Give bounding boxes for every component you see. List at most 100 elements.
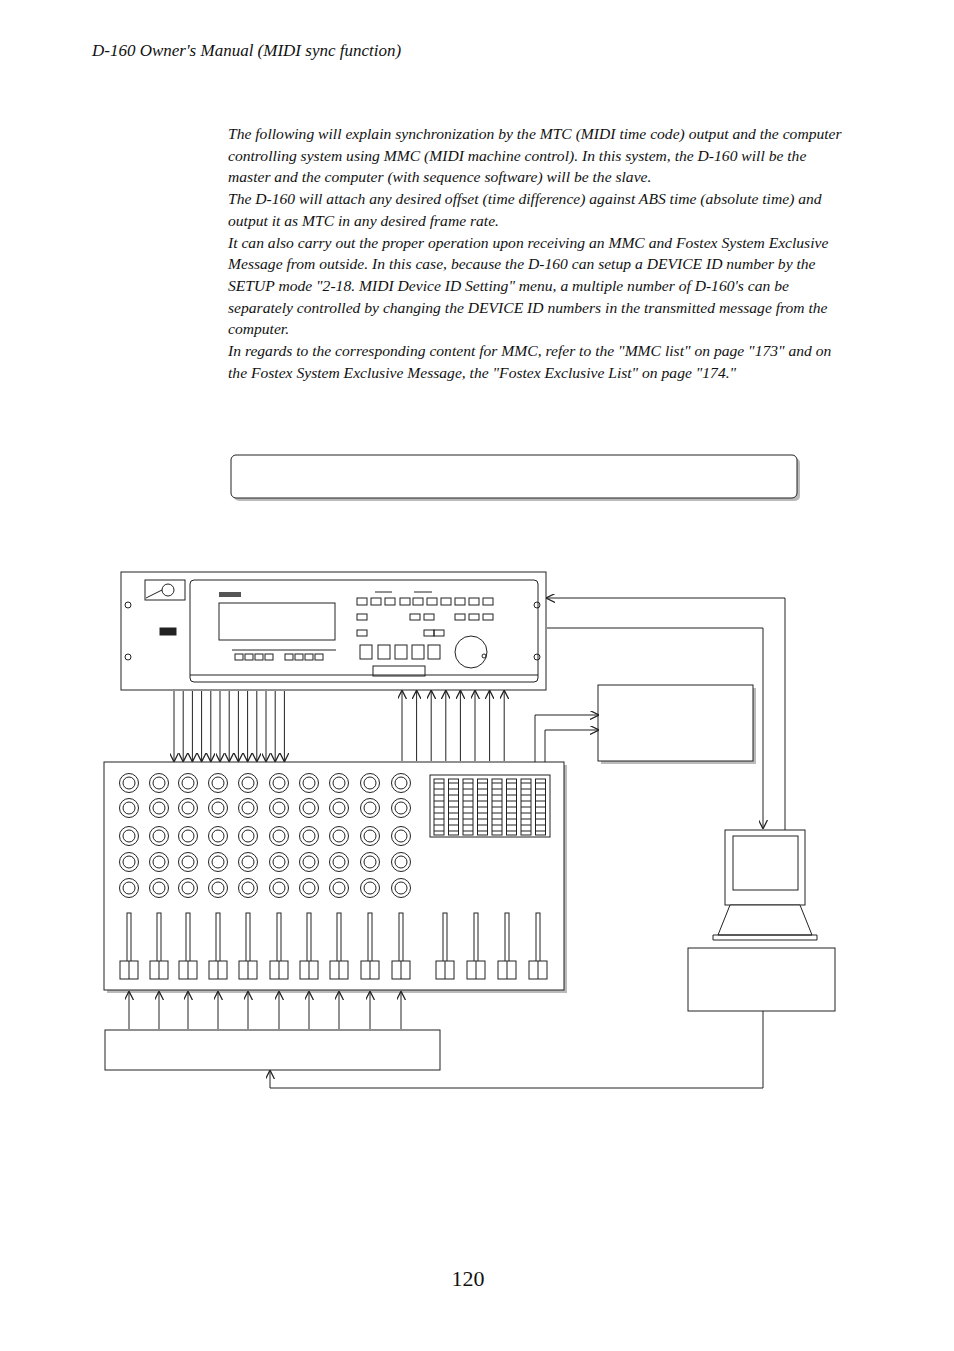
fader-cap: [239, 961, 257, 979]
panel-button: [245, 654, 253, 660]
input-wire: [309, 992, 310, 1029]
drawing-stroke: [463, 789, 473, 790]
transport-key: [378, 645, 390, 659]
drawing-stroke: [492, 831, 502, 832]
output-wire: [201, 691, 202, 761]
drawing-stroke: [449, 819, 459, 820]
empty-box: [688, 948, 835, 1011]
knob: [330, 879, 349, 898]
knob: [242, 802, 254, 814]
drawing-stroke: [536, 807, 546, 808]
panel-button: [285, 654, 293, 660]
drawing-stroke: [521, 831, 531, 832]
output-wire: [192, 691, 193, 761]
panel-button: [413, 598, 423, 605]
knob: [364, 882, 376, 894]
panel-button: [424, 614, 434, 620]
panel-button: [371, 598, 381, 605]
drawing-stroke: [434, 789, 444, 790]
input-wire: [129, 992, 130, 1029]
knob: [273, 802, 285, 814]
output-wire: [229, 691, 230, 761]
drawing-stroke: [507, 801, 517, 802]
knob: [392, 799, 411, 818]
knob: [242, 856, 254, 868]
panel-button: [255, 654, 263, 660]
fader-cap: [498, 961, 516, 979]
drawing-stroke: [521, 807, 531, 808]
fader-cap: [392, 961, 410, 979]
knob: [330, 827, 349, 846]
knob: [242, 777, 254, 789]
drawing-stroke: [521, 789, 531, 790]
knob: [333, 882, 345, 894]
knob: [239, 799, 258, 818]
drawing-stroke: [449, 825, 459, 826]
paragraph: The following will explain synchronizati…: [228, 123, 846, 188]
drawing-stroke: [463, 783, 473, 784]
input-wire: [401, 992, 402, 1029]
drawing-stroke: [463, 801, 473, 802]
knob: [150, 827, 169, 846]
knob: [300, 774, 319, 793]
knob: [273, 777, 285, 789]
drawing-stroke: [536, 825, 546, 826]
knob: [239, 774, 258, 793]
knob: [361, 853, 380, 872]
rounded-box: [231, 455, 797, 498]
paragraph: The D-160 will attach any desired offset…: [228, 188, 846, 231]
knob: [153, 830, 165, 842]
knob: [120, 879, 139, 898]
fader-cap: [270, 961, 288, 979]
drawing-stroke: [339, 961, 340, 979]
drawing-stroke: [375, 592, 392, 593]
knob: [303, 856, 315, 868]
knob: [179, 827, 198, 846]
drawing-stroke: [507, 825, 517, 826]
drawing-stroke: [463, 795, 473, 796]
knob: [179, 879, 198, 898]
panel-button: [315, 654, 323, 660]
drawing-stroke: [507, 831, 517, 832]
knob: [361, 774, 380, 793]
drawing-stroke: [521, 801, 531, 802]
drawing-stroke: [536, 813, 546, 814]
transport-key: [428, 645, 440, 659]
knob: [150, 799, 169, 818]
output-wire: [183, 691, 184, 761]
d160-recorder: [121, 572, 546, 690]
drawing-stroke: [478, 831, 488, 832]
return-wire: [460, 691, 461, 761]
transport-key: [395, 645, 407, 659]
knob: [209, 879, 228, 898]
knob: [364, 777, 376, 789]
signal-wires: [129, 598, 785, 1088]
knob: [209, 827, 228, 846]
knob: [153, 802, 165, 814]
panel-button: [357, 614, 367, 620]
drawing-stroke: [401, 961, 402, 979]
knob: [392, 827, 411, 846]
level-meter: [521, 779, 531, 835]
drawing-stroke: [521, 819, 531, 820]
knob: [395, 802, 407, 814]
drawing-stroke: [492, 783, 502, 784]
knob: [212, 777, 224, 789]
fader-cap: [436, 961, 454, 979]
return-wire: [489, 691, 490, 761]
drawing-stroke: [536, 819, 546, 820]
knob: [270, 879, 289, 898]
drawing-stroke: [434, 825, 444, 826]
input-wire: [339, 992, 340, 1029]
drawing-stroke: [521, 783, 531, 784]
drawing-stroke: [129, 961, 130, 979]
return-wire: [431, 691, 432, 761]
fader-cap: [150, 961, 168, 979]
paragraph: In regards to the corresponding content …: [228, 340, 846, 383]
return-wire: [504, 691, 505, 761]
knob: [392, 853, 411, 872]
panel-button: [455, 614, 465, 620]
transport-key: [360, 645, 372, 659]
drawing-stroke: [507, 789, 517, 790]
knob: [395, 830, 407, 842]
